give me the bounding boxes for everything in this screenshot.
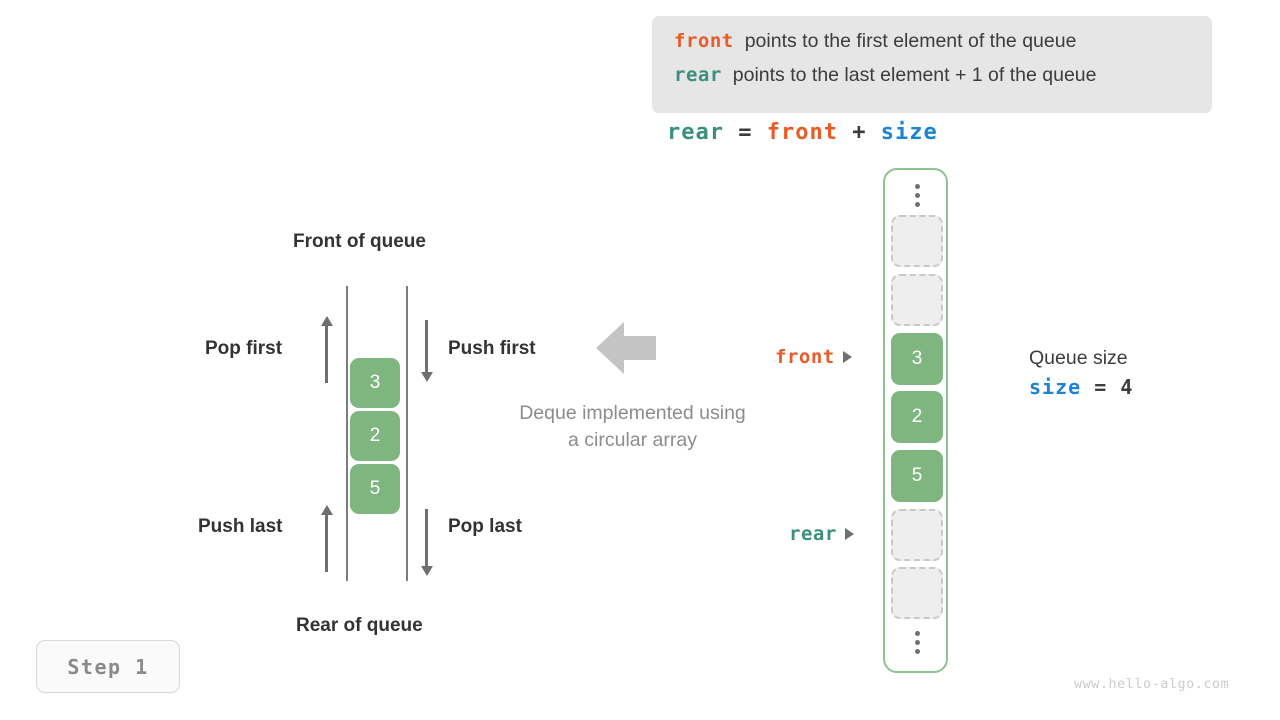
front-pointer-label: front: [775, 346, 835, 368]
size-variable: size: [1029, 375, 1082, 399]
formula-front: front: [766, 120, 838, 145]
rear-pointer-label: rear: [789, 523, 837, 545]
formula-equals: =: [738, 120, 753, 145]
array-slot: 5: [891, 450, 943, 502]
rear-pointer: rear: [789, 523, 854, 545]
ellipsis-top-icon: [885, 184, 950, 207]
ellipsis-bottom-icon: [885, 631, 950, 654]
array-slot: [891, 215, 943, 267]
watermark: www.hello-algo.com: [1074, 676, 1230, 692]
channel-line-left: [346, 286, 348, 581]
rear-description: points to the last element + 1 of the qu…: [732, 64, 1097, 86]
array-slot: 3: [891, 333, 943, 385]
formula-rear: rear: [667, 120, 724, 145]
array-slot: [891, 567, 943, 619]
arrow-up-push-last-icon: [320, 505, 333, 572]
front-description: points to the first element of the queue: [744, 30, 1077, 52]
arrow-right-icon: [842, 351, 852, 363]
queue-size-expression: size = 4: [1029, 372, 1133, 402]
arrow-down-pop-last-icon: [420, 509, 433, 576]
formula-size: size: [880, 120, 938, 145]
deque-cell: 2: [350, 411, 400, 461]
channel-line-right: [406, 286, 408, 581]
queue-size-block: Queue size size = 4: [1029, 344, 1133, 402]
arrow-right-icon: [844, 528, 854, 540]
deque-cell: 5: [350, 464, 400, 514]
step-badge: Step 1: [36, 640, 180, 693]
front-keyword: front: [674, 30, 734, 52]
deque-cell: 3: [350, 358, 400, 408]
formula-plus: +: [852, 120, 867, 145]
rear-of-queue-label: Rear of queue: [296, 615, 423, 636]
size-value: 4: [1120, 375, 1134, 399]
front-of-queue-label: Front of queue: [293, 231, 426, 252]
size-equals: =: [1094, 375, 1108, 399]
array-slot: [891, 509, 943, 561]
front-pointer: front: [775, 346, 852, 368]
array-slot: [891, 274, 943, 326]
array-slot: 2: [891, 391, 943, 443]
push-last-label: Push last: [198, 516, 283, 537]
circular-array-column: 3 2 5: [883, 168, 948, 673]
arrow-left-large-icon: [596, 322, 656, 374]
push-first-label: Push first: [448, 338, 536, 359]
pop-last-label: Pop last: [448, 516, 522, 537]
legend-line-rear: rear points to the last element + 1 of t…: [674, 64, 1190, 98]
rear-keyword: rear: [674, 64, 722, 86]
caption-line-1: Deque implemented using: [519, 402, 746, 424]
diagram-caption: Deque implemented using a circular array: [470, 400, 795, 454]
rear-formula: rear = front + size: [667, 120, 938, 145]
arrow-up-pop-first-icon: [320, 316, 333, 383]
legend-line-front: front points to the first element of the…: [674, 30, 1190, 64]
arrow-down-push-first-icon: [420, 320, 433, 382]
caption-line-2: a circular array: [568, 429, 697, 451]
queue-size-title: Queue size: [1029, 347, 1128, 369]
pop-first-label: Pop first: [205, 338, 283, 359]
legend-box: front points to the first element of the…: [652, 16, 1212, 113]
